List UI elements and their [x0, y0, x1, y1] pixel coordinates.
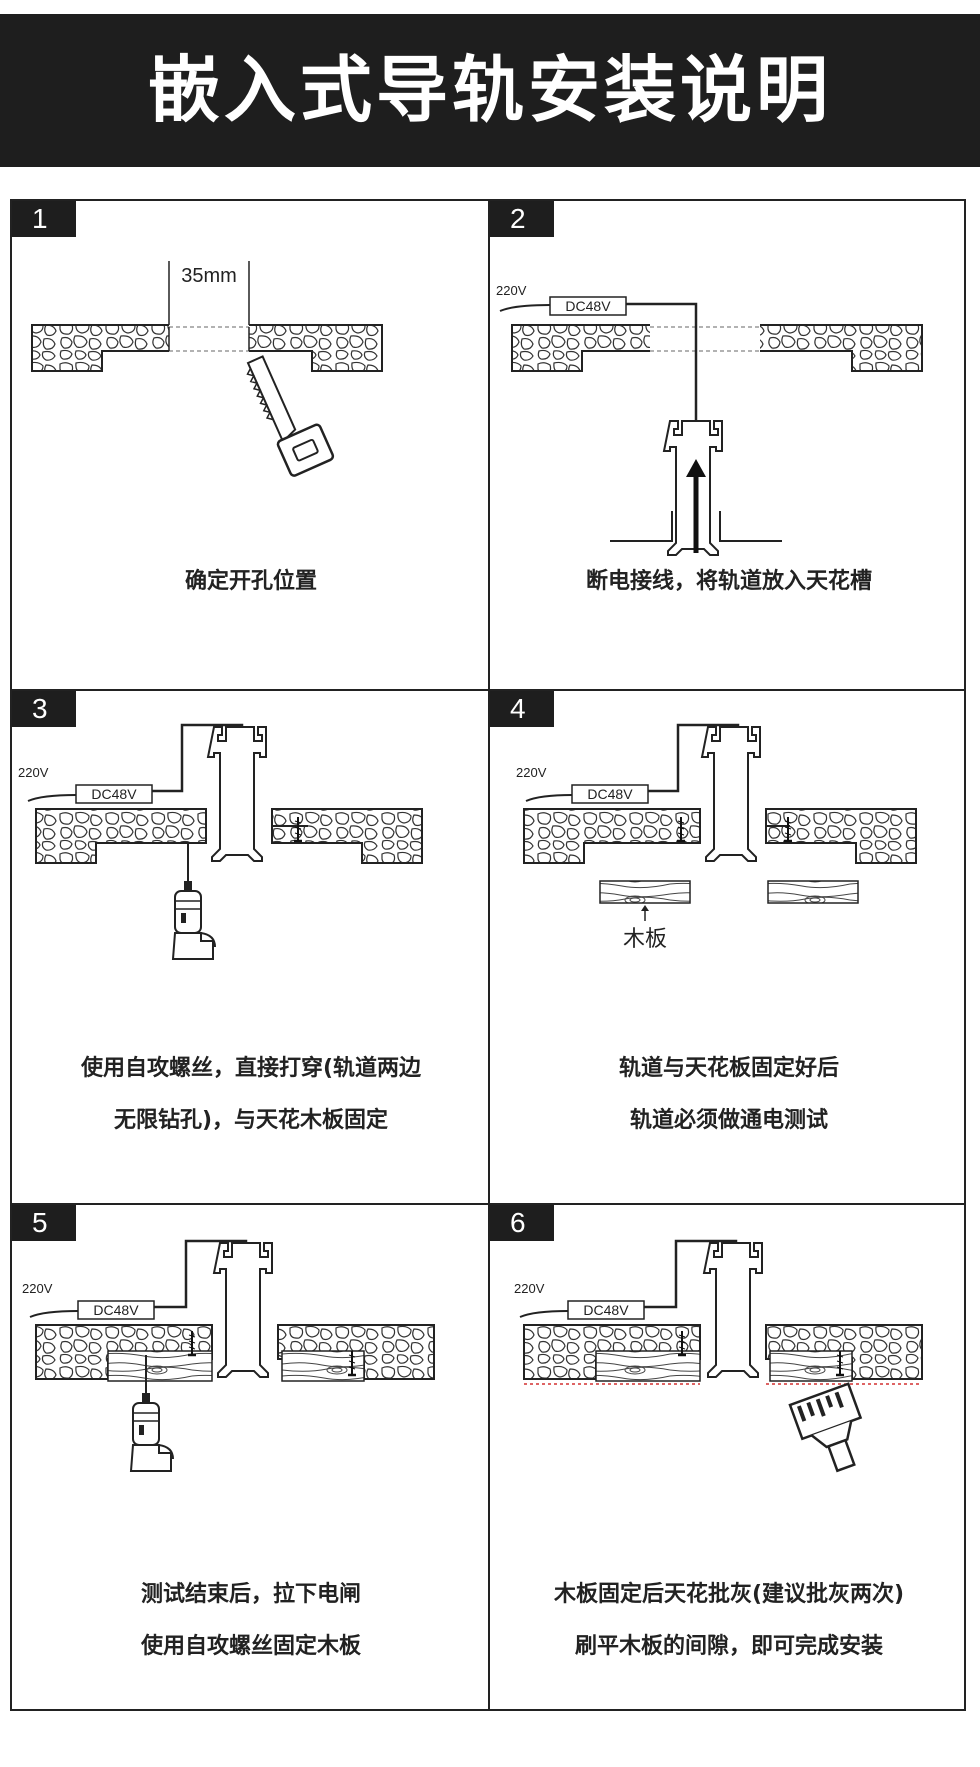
step-4-caption-line-1: 轨道与天花板固定好后: [618, 1056, 839, 1081]
wood-board-right: [767, 880, 859, 904]
step-3-caption: 使用自攻螺丝，直接打穿(轨道两边 无限钻孔)，与天花木板固定: [12, 1043, 490, 1147]
step-5-panel: 5 220V DC48V 测试结束后，拉下电闸 使用自攻螺丝固定木板: [12, 1205, 490, 1711]
step-2-illustration: 220V DC48V: [496, 283, 923, 556]
step-2-voltage-label: 220V: [496, 283, 527, 298]
step-6-caption-line-2: 刷平木板的间隙，即可完成安装: [574, 1634, 883, 1659]
step-5-voltage-label: 220V: [22, 1281, 53, 1296]
step-1-badge: 1: [12, 201, 76, 237]
step-2-panel: 2 220V DC48V 断电接线，将轨道放入天花槽: [490, 201, 968, 689]
steps-grid: 1 35mm 确定开孔位置 2: [10, 199, 966, 1711]
step-4-illustration: 220V DC48V 木板: [516, 723, 917, 952]
step-2-caption-line-1: 断电接线，将轨道放入天花槽: [585, 569, 872, 594]
step-5-badge: 5: [12, 1205, 76, 1241]
grid-divider-row1: [12, 689, 964, 691]
drill-icon: [172, 842, 216, 960]
step-5-caption-line-1: 测试结束后，拉下电闸: [140, 1582, 361, 1607]
step-6-caption: 木板固定后天花批灰(建议批灰两次) 刷平木板的间隙，即可完成安装: [490, 1569, 968, 1673]
putty-brush-icon: [788, 1382, 863, 1473]
step-2-badge: 2: [490, 201, 554, 237]
step-3-illustration: 220V DC48V: [18, 723, 423, 960]
step-4-wood-label: 木板: [623, 927, 667, 952]
step-3-badge: 3: [12, 691, 76, 727]
step-1-caption: 确定开孔位置: [12, 563, 490, 595]
step-1-dim-label: 35mm: [181, 265, 237, 287]
step-2-caption: 断电接线，将轨道放入天花槽: [490, 563, 968, 595]
wood-board-left: [107, 1350, 213, 1382]
step-4-caption: 轨道与天花板固定好后 轨道必须做通电测试: [490, 1043, 968, 1147]
step-4-caption-line-2: 轨道必须做通电测试: [629, 1108, 828, 1133]
step-6-driver-label: DC48V: [583, 1302, 629, 1318]
step-5-illustration: 220V DC48V: [22, 1239, 435, 1472]
step-1-caption-line-1: 确定开孔位置: [184, 569, 317, 594]
step-2-driver-label: DC48V: [565, 298, 611, 314]
step-3-voltage-label: 220V: [18, 765, 49, 780]
step-6-panel: 6 220V DC48V: [490, 1205, 968, 1711]
wood-board-left: [599, 880, 691, 904]
step-6-badge: 6: [490, 1205, 554, 1241]
step-1-illustration: 35mm: [31, 261, 383, 477]
step-3-caption-line-2: 无限钻孔)，与天花木板固定: [113, 1108, 389, 1133]
step-4-voltage-label: 220V: [516, 765, 547, 780]
step-6-illustration: 220V DC48V: [514, 1239, 923, 1473]
step-3-caption-line-1: 使用自攻螺丝，直接打穿(轨道两边: [80, 1056, 422, 1081]
step-6-caption-line-1: 木板固定后天花批灰(建议批灰两次): [553, 1582, 905, 1607]
step-1-panel: 1 35mm 确定开孔位置: [12, 201, 490, 689]
page-title: 嵌入式导轨安装说明: [147, 48, 832, 132]
title-banner: 嵌入式导轨安装说明: [0, 14, 980, 167]
step-3-driver-label: DC48V: [91, 786, 137, 802]
step-4-badge: 4: [490, 691, 554, 727]
grid-divider-row2: [12, 1203, 964, 1205]
saw-icon: [246, 355, 335, 477]
step-5-caption-line-2: 使用自攻螺丝固定木板: [140, 1634, 361, 1659]
step-4-panel: 4 220V DC48V 木板 轨道与天花板固定好后 轨道必须做通电测试: [490, 691, 968, 1203]
step-6-voltage-label: 220V: [514, 1281, 545, 1296]
step-5-caption: 测试结束后，拉下电闸 使用自攻螺丝固定木板: [12, 1569, 490, 1673]
step-3-panel: 3 220V DC48V 使用自攻螺丝，直接打穿(轨道两边 无限钻孔)，与天花木…: [12, 691, 490, 1203]
step-4-driver-label: DC48V: [587, 786, 633, 802]
grid-divider-vertical: [488, 201, 490, 1709]
step-5-driver-label: DC48V: [93, 1302, 139, 1318]
